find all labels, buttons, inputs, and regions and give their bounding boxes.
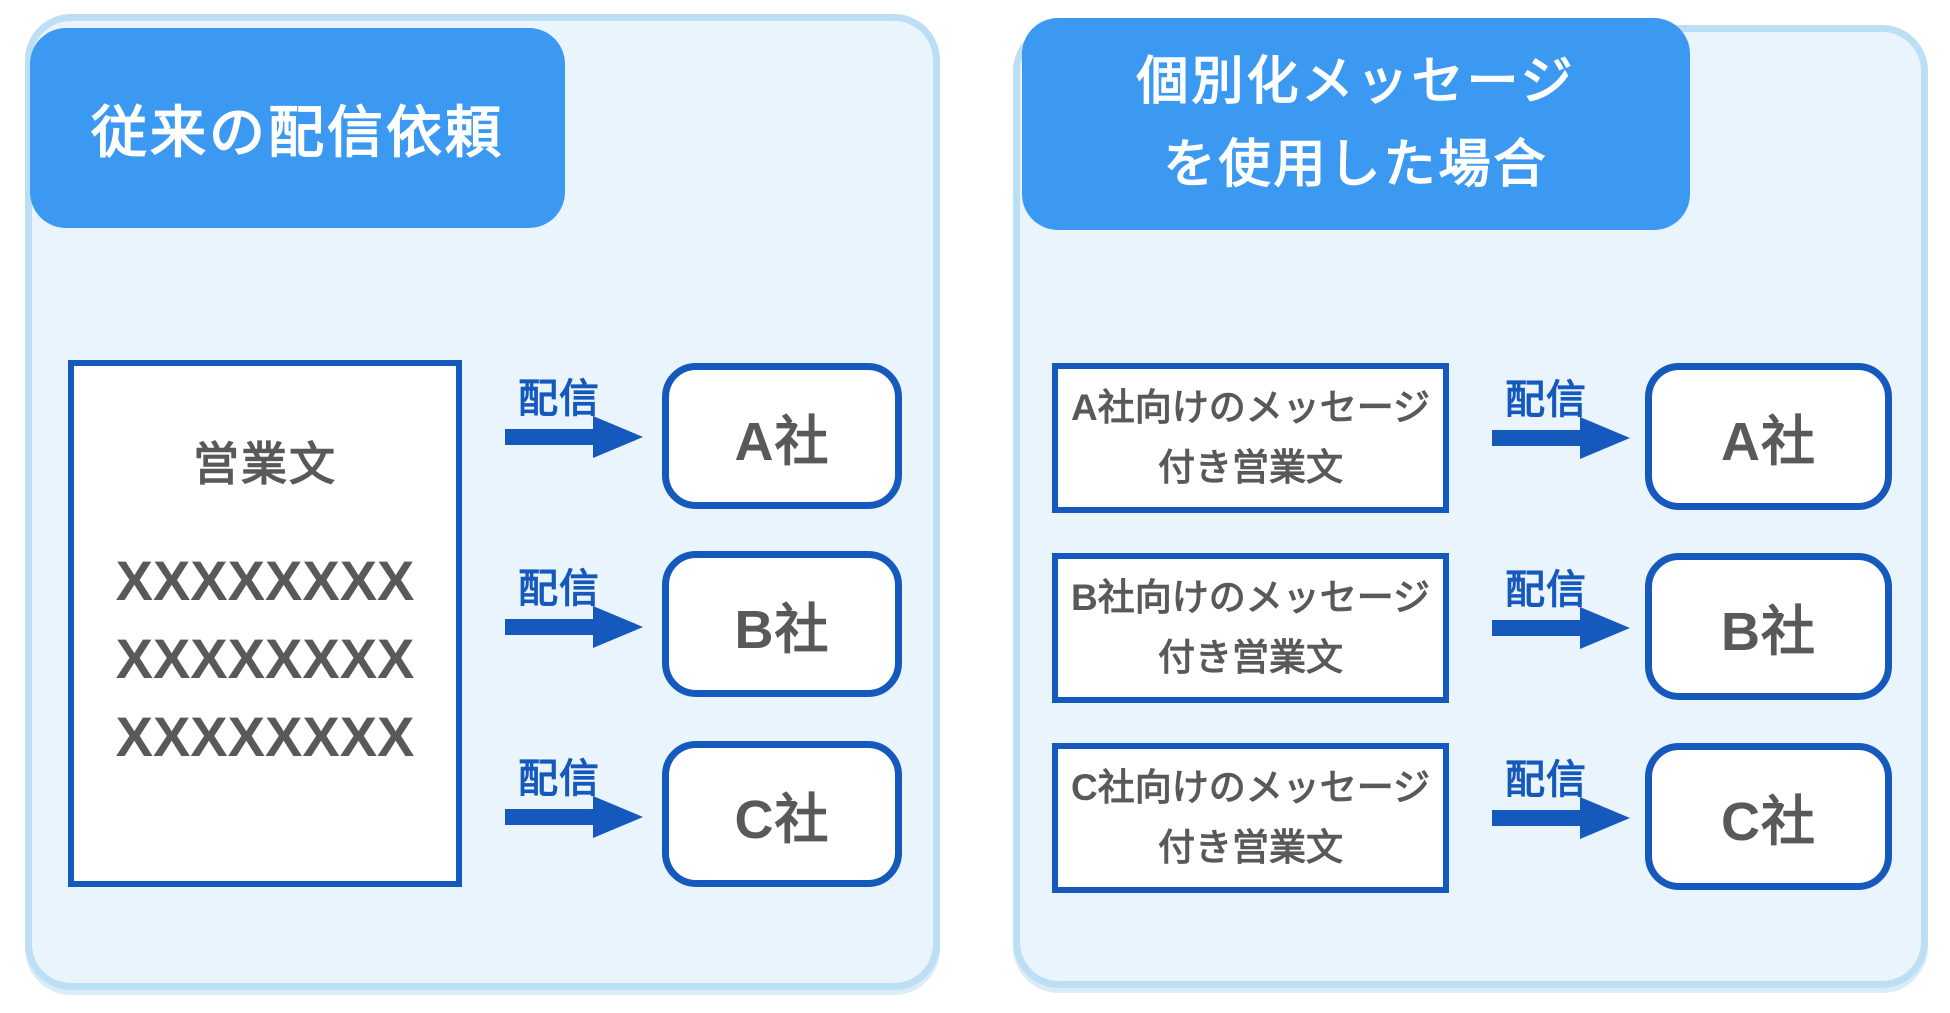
delivery-arrow-icon: [505, 796, 643, 838]
company-label: B社: [1721, 602, 1816, 662]
delivery-arrow-group-a: 配信: [1492, 367, 1642, 463]
left-panel-title: 従来の配信依頼: [30, 28, 565, 228]
delivery-arrow-icon: [505, 416, 643, 458]
message-line: 付き営業文: [1158, 827, 1343, 868]
sales-document-line: XXXXXXXX: [115, 705, 415, 768]
delivery-arrow-icon: [505, 606, 643, 648]
delivery-label: 配信: [1505, 758, 1587, 802]
delivery-label: 配信: [1505, 568, 1587, 612]
company-label: B社: [734, 599, 830, 660]
company-label: C社: [1721, 792, 1816, 852]
message-box-a: A社向けのメッセージ 付き営業文: [1052, 363, 1449, 513]
delivery-arrow-group-b: 配信: [1492, 557, 1642, 653]
company-box-c: C社: [662, 741, 902, 887]
delivery-label: 配信: [518, 377, 600, 421]
delivery-arrow-icon: [1492, 417, 1630, 459]
right-panel-title-line1: 個別化メッセージ: [1136, 52, 1576, 111]
delivery-label: 配信: [518, 567, 600, 611]
company-box-a: A社: [1645, 363, 1892, 510]
company-box-b: B社: [662, 551, 902, 697]
company-box-c: C社: [1645, 743, 1892, 890]
message-line: B社向けのメッセージ: [1071, 577, 1430, 619]
company-box-b: B社: [1645, 553, 1892, 700]
right-panel-title: 個別化メッセージ を使用した場合: [1022, 18, 1690, 230]
sales-document-line: XXXXXXXX: [115, 549, 415, 612]
sales-document-body: XXXXXXXX XXXXXXXX XXXXXXXX: [74, 542, 456, 776]
company-label: A社: [734, 411, 830, 472]
sales-document-box: 営業文 XXXXXXXX XXXXXXXX XXXXXXXX: [68, 360, 462, 887]
company-box-a: A社: [662, 363, 902, 509]
message-box-b: B社向けのメッセージ 付き営業文: [1052, 553, 1449, 703]
message-line: 付き営業文: [1158, 637, 1343, 678]
delivery-label: 配信: [1505, 378, 1587, 422]
message-line: C社向けのメッセージ: [1071, 767, 1430, 809]
right-panel-title-line2: を使用した場合: [1163, 136, 1549, 194]
sales-document-title: 営業文: [193, 438, 337, 490]
delivery-arrow-group-c: 配信: [1492, 747, 1642, 843]
message-line: A社向けのメッセージ: [1071, 387, 1430, 429]
company-label: C社: [734, 789, 830, 850]
sales-document-line: XXXXXXXX: [115, 627, 415, 690]
delivery-arrow-icon: [1492, 607, 1630, 649]
delivery-arrow-group-a: 配信: [505, 366, 655, 462]
delivery-arrow-icon: [1492, 797, 1630, 839]
message-box-c: C社向けのメッセージ 付き営業文: [1052, 743, 1449, 893]
left-panel-title-text: 従来の配信依頼: [91, 100, 504, 164]
message-line: 付き営業文: [1158, 447, 1343, 488]
delivery-label: 配信: [518, 757, 600, 801]
company-label: A社: [1721, 412, 1816, 472]
delivery-arrow-group-c: 配信: [505, 746, 655, 842]
delivery-arrow-group-b: 配信: [505, 556, 655, 652]
